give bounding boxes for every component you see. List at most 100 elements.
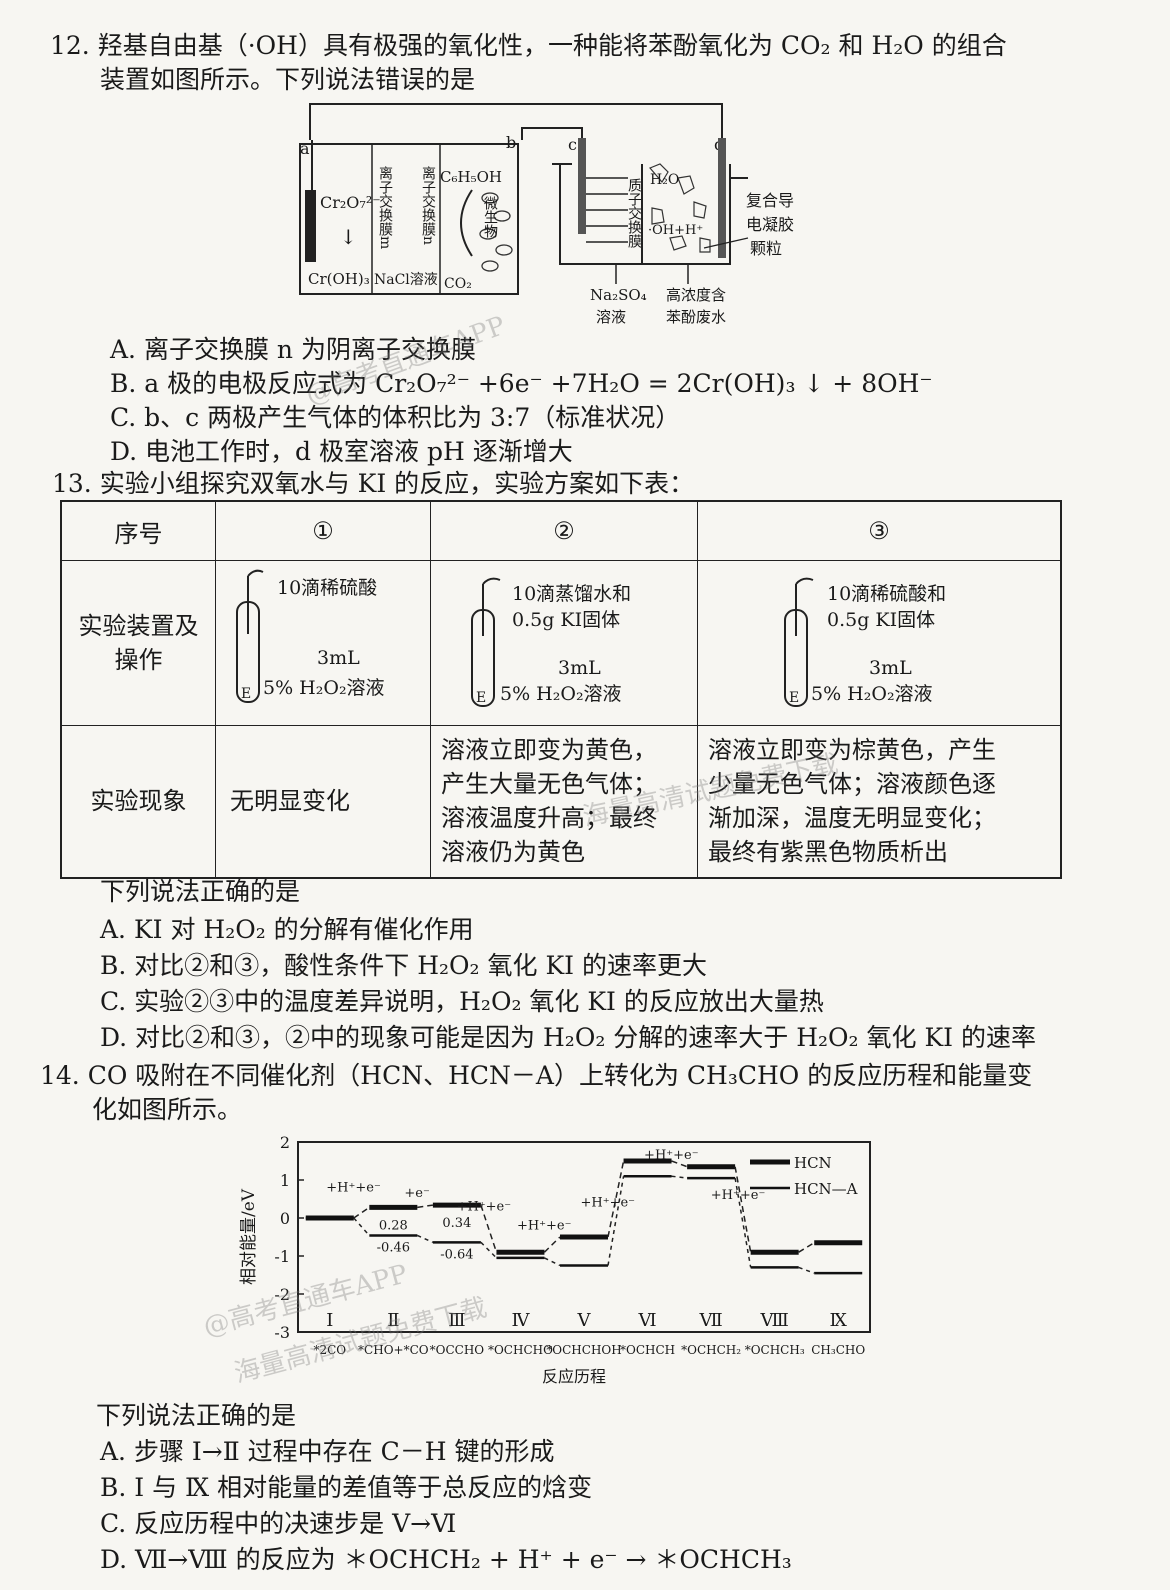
q14-stem-line2: 化如图所示。: [92, 1095, 243, 1124]
species-label: *OCCHO: [430, 1343, 485, 1357]
connector: [480, 1241, 497, 1259]
svg-text:E: E: [241, 686, 251, 702]
exp1-sol: 5% H₂O₂溶液: [263, 677, 385, 699]
label-oh-h: ·OH+H⁺: [648, 223, 703, 238]
label-nacl: NaCl溶液: [374, 272, 438, 288]
setup-exp2: E 10滴蒸馏水和 0.5g KI固体 3mL 5% H₂O₂溶液: [430, 560, 698, 726]
setup-exp1: E 10滴稀硫酸 3mL 5% H₂O₂溶液: [215, 560, 431, 726]
header-seq: 序号: [60, 500, 216, 561]
species-label: *OCHCHOH: [546, 1343, 621, 1357]
exp3-add1: 10滴稀硫酸和: [827, 583, 946, 605]
step-numeral: Ⅵ: [638, 1310, 657, 1331]
q14-option-d[interactable]: D. Ⅶ→Ⅷ 的反应为 ＊OCHCH₂ + H⁺ + e⁻ → ＊OCHCH₃: [100, 1545, 792, 1574]
q14-option-c[interactable]: C. 反应历程中的决速步是 Ⅴ→Ⅵ: [100, 1509, 457, 1538]
step-annotation: +H⁺+e⁻: [457, 1199, 512, 1214]
step-annotation: +e⁻: [404, 1186, 429, 1201]
label-gel-3: 颗粒: [750, 239, 782, 258]
legend-hcn-label: HCN: [794, 1154, 832, 1172]
step-annotation: +H⁺+e⁻: [644, 1148, 699, 1163]
label-gel-2: 电凝胶: [746, 215, 794, 234]
q12-electrochem-diagram: a Cr₂O₇²⁻ ↓ Cr(OH)₃ 离子交换膜m 离子交换膜n NaCl溶液…: [299, 103, 794, 326]
chart-frame: [297, 1141, 871, 1333]
q13-option-b[interactable]: B. 对比②和③，酸性条件下 H₂O₂ 氧化 KI 的速率更大: [100, 951, 707, 980]
q12-option-d[interactable]: D. 电池工作时，d 极室溶液 pH 逐渐增大: [110, 437, 573, 466]
header-exp2: ②: [430, 500, 698, 561]
label-membrane-m: 离子交换膜m: [377, 165, 393, 249]
value-label: 0.28: [379, 1218, 408, 1233]
q13-option-a[interactable]: A. KI 对 H₂O₂ 的分解有催化作用: [100, 915, 474, 944]
step-annotation: +H⁺+e⁻: [711, 1188, 766, 1203]
exp2-add1: 10滴蒸馏水和: [512, 583, 631, 605]
q14-option-a[interactable]: A. 步骤 Ⅰ→Ⅱ 过程中存在 C－H 键的形成: [100, 1437, 555, 1466]
exp2-sol: 5% H₂O₂溶液: [500, 683, 622, 705]
row-label-setup: 实验装置及 操作: [60, 560, 216, 726]
q13-option-c[interactable]: C. 实验②③中的温度差异说明，H₂O₂ 氧化 KI 的反应放出大量热: [100, 987, 824, 1016]
label-waste-2: 苯酚废水: [666, 308, 726, 326]
legend-hcn-a-label: HCN—A: [794, 1180, 858, 1198]
q14-energy-chart: 210-1-2-3相对能量/eV反应历程Ⅰ*2COⅡ*CHO+*COⅢ*OCCH…: [239, 1133, 871, 1386]
step-numeral: Ⅳ: [511, 1310, 530, 1331]
label-h2o: H₂O: [650, 172, 679, 188]
q13-prompt: 下列说法正确的是: [100, 877, 301, 906]
label-na2so4-2: 溶液: [596, 308, 626, 326]
label-co2-product: CO₂: [444, 276, 472, 292]
y-tick-label: 2: [280, 1133, 290, 1152]
species-label: CH₃CHO: [811, 1343, 865, 1357]
species-label: *CHO+*CO: [358, 1343, 429, 1357]
obs-exp3: 溶液立即变为棕黄色，产生 少量无色气体；溶液颜色逐 渐加深，温度无明显变化； 最…: [697, 725, 1062, 878]
q13-stem: 13. 实验小组探究双氧水与 KI 的反应，实验方案如下表：: [52, 469, 695, 498]
header-exp1: ①: [215, 500, 431, 561]
connector: [417, 1234, 434, 1244]
obs-exp2: 溶液立即变为黄色， 产生大量无色气体； 溶液温度升高；最终 溶液仍为黄色: [430, 725, 698, 878]
q14-prompt: 下列说法正确的是: [96, 1401, 297, 1430]
connector: [544, 1257, 561, 1267]
y-tick-label: 1: [280, 1171, 290, 1190]
exp3-sol: 5% H₂O₂溶液: [811, 683, 933, 705]
q13-option-d[interactable]: D. 对比②和③，②中的现象可能是因为 H₂O₂ 分解的速率大于 H₂O₂ 氧化…: [100, 1023, 1036, 1052]
y-tick-label: -2: [274, 1285, 290, 1304]
step-numeral: Ⅴ: [577, 1310, 592, 1331]
exp3-vol: 3mL: [869, 657, 912, 679]
q12-stem-line2: 装置如图所示。下列说法错误的是: [100, 65, 476, 94]
step-annotation: +H⁺+e⁻: [517, 1218, 572, 1233]
connector: [480, 1204, 498, 1253]
label-c6h5oh: C₆H₅OH: [440, 168, 502, 186]
value-label: -0.46: [377, 1240, 410, 1255]
step-numeral: Ⅲ: [448, 1310, 465, 1331]
step-numeral: Ⅷ: [759, 1310, 788, 1331]
svg-text:E: E: [789, 690, 799, 706]
obs-exp1: 无明显变化: [215, 725, 431, 878]
q12-stem-line1: 12. 羟基自由基（·OH）具有极强的氧化性，一种能将苯酚氧化为 CO₂ 和 H…: [50, 31, 1007, 60]
label-proton-membrane: 质子交换膜: [626, 178, 642, 248]
species-label: *OCHCHO: [488, 1343, 553, 1357]
step-numeral: Ⅶ: [698, 1310, 722, 1331]
q13-experiment-table: 序号 ① ② ③ 实验装置及 操作 E 10滴稀硫酸 3mL 5% H₂O₂溶液: [60, 500, 1062, 879]
setup-exp3: E 10滴稀硫酸和 0.5g KI固体 3mL 5% H₂O₂溶液: [697, 560, 1062, 726]
exp2-vol: 3mL: [558, 657, 601, 679]
y-tick-label: -3: [274, 1323, 290, 1342]
q12-option-b[interactable]: B. a 极的电极反应式为 Cr₂O₇²⁻ +6e⁻ +7H₂O = 2Cr(O…: [110, 369, 933, 398]
svg-text:E: E: [476, 690, 486, 706]
q12-option-a[interactable]: A. 离子交换膜 n 为阴离子交换膜: [110, 335, 476, 364]
step-numeral: Ⅱ: [387, 1310, 399, 1331]
label-microbe: 微生物: [482, 196, 498, 239]
label-electrode-a: a: [300, 139, 310, 158]
label-membrane-n: 离子交换膜n: [420, 165, 436, 245]
svg-text:↓: ↓: [340, 225, 357, 249]
q12-option-c[interactable]: C. b、c 两极产生气体的体积比为 3:7（标准状况）: [110, 403, 681, 432]
label-croh3: Cr(OH)₃: [308, 270, 370, 288]
connector: [798, 1266, 815, 1274]
exp2-add2: 0.5g KI固体: [512, 609, 620, 631]
connector: [734, 1177, 752, 1268]
connector: [734, 1166, 752, 1253]
species-label: *2CO: [313, 1343, 346, 1357]
step-numeral: Ⅸ: [830, 1310, 848, 1331]
value-label: 0.34: [442, 1216, 471, 1231]
connector: [671, 1160, 688, 1168]
label-electrode-b: b: [506, 133, 516, 152]
q14-option-b[interactable]: B. Ⅰ 与 Ⅸ 相对能量的差值等于总反应的焓变: [100, 1473, 593, 1502]
step-annotation: +H⁺+e⁻: [581, 1196, 636, 1211]
step-annotation: +H⁺+e⁻: [326, 1180, 381, 1195]
y-axis-label: 相对能量/eV: [239, 1188, 259, 1285]
connector: [353, 1206, 370, 1219]
